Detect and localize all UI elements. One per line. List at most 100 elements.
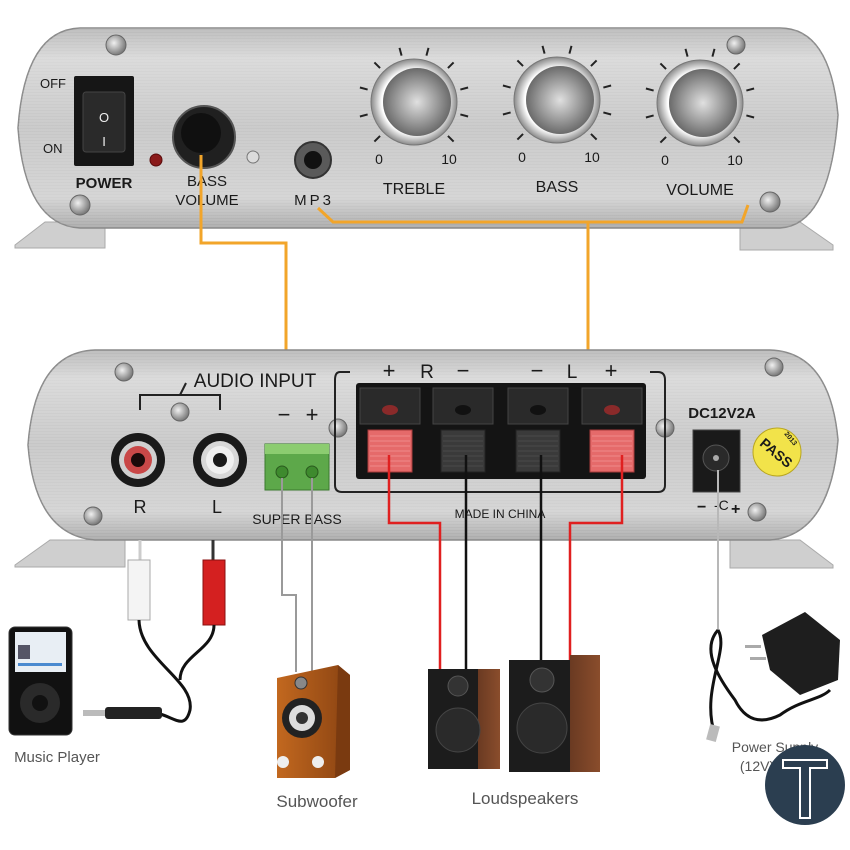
dc-rating-label: DC12V2A: [688, 405, 756, 422]
made-in-label: MADE IN CHINA: [455, 507, 546, 521]
screw: [747, 502, 767, 522]
logo-t-icon: [782, 759, 828, 819]
rca-plug-white: [127, 559, 151, 621]
audio-input-label: AUDIO INPUT: [194, 371, 317, 392]
super-bass-plus: +: [306, 402, 319, 427]
pass-sticker: PASS 2013: [752, 427, 802, 477]
terminal-left-negative[interactable]: [507, 387, 569, 473]
speaker-l-plus: +: [605, 358, 618, 383]
screw: [114, 362, 134, 382]
knob-tick: [359, 113, 368, 118]
knob-tick: [502, 84, 511, 89]
loudspeakers: Loudspeakers: [428, 655, 600, 808]
switch-on-glyph: I: [102, 134, 106, 149]
bracket-mp3-to-volume: [316, 204, 750, 224]
loudspeakers-label: Loudspeakers: [472, 789, 579, 808]
screw: [69, 194, 91, 216]
speaker-l-label: L: [567, 362, 578, 383]
knob-max-label: 10: [584, 149, 600, 165]
indicator-led: [246, 150, 260, 164]
screw: [83, 506, 103, 526]
knob-tick: [541, 45, 546, 54]
super-bass-minus: −: [278, 402, 291, 427]
knob-name-label: TREBLE: [383, 181, 445, 198]
power-supply-label-line2: (12V): [740, 758, 774, 774]
polarity-minus: −: [697, 499, 706, 516]
knob-tick: [603, 84, 612, 89]
speaker-r-minus: −: [457, 358, 470, 383]
screw: [759, 191, 781, 213]
polarity-center-symbol: -C: [714, 497, 729, 513]
rear-panel: AUDIO INPUT R L − + SUPER BASS + R −: [14, 349, 839, 569]
power-led: [149, 153, 163, 167]
knob-tick: [733, 136, 741, 144]
knob-tick: [516, 133, 524, 141]
knob-tick: [645, 87, 654, 92]
speaker-wire-right-positive: [387, 455, 442, 670]
subwoofer-wire-negative: [281, 478, 297, 672]
knob-name-label: BASS: [536, 179, 579, 196]
knob-tick: [645, 114, 654, 119]
knob-max-label: 10: [441, 151, 457, 167]
bass-volume-label-line1: BASS: [187, 173, 227, 190]
rca-right-label: R: [134, 497, 147, 517]
switch-off-label: OFF: [40, 76, 66, 91]
rca-jack-right[interactable]: [111, 433, 165, 487]
knob-tick: [590, 133, 598, 141]
knob-tick: [373, 61, 381, 69]
subwoofer-label: Subwoofer: [276, 792, 358, 811]
music-player-label: Music Player: [14, 749, 100, 766]
knob-tick: [373, 135, 381, 143]
music-player: Music Player: [8, 626, 100, 766]
mini-jack-plug: [105, 707, 162, 719]
screw: [764, 357, 784, 377]
screw: [170, 402, 190, 422]
switch-off-glyph: O: [99, 110, 109, 125]
knob-tick: [359, 86, 368, 91]
knob-tick: [659, 62, 667, 70]
knob-tick: [733, 62, 741, 70]
knob-tick: [447, 61, 455, 69]
rca-jack-left[interactable]: [193, 433, 247, 487]
knob-max-label: 10: [727, 152, 743, 168]
rear-right-foot: [729, 539, 834, 569]
knob-name-label: VOLUME: [666, 182, 734, 199]
knob-tick: [516, 59, 524, 67]
terminal-right-positive[interactable]: [359, 387, 421, 473]
wires: [281, 455, 719, 672]
screw: [726, 35, 746, 55]
power-label: POWER: [76, 175, 133, 192]
screw: [328, 418, 348, 438]
arrow-bass-volume-to-super-bass: [199, 155, 288, 355]
bass-volume-label-line2: VOLUME: [175, 192, 238, 209]
speaker-wire-left-positive: [568, 455, 624, 660]
terminal-left-positive[interactable]: [581, 387, 643, 473]
terminal-right-negative[interactable]: [432, 387, 494, 473]
front-panel: OFF ON O I POWER BASS VOLUME MP3 0 10TREB…: [14, 27, 839, 251]
knob-tick: [460, 86, 469, 91]
knob-tick: [502, 111, 511, 116]
knob-tick: [711, 48, 716, 57]
knob-min-label: 0: [375, 151, 383, 167]
polarity-plus: +: [731, 501, 740, 518]
knob-tick: [447, 135, 455, 143]
knob-tick: [684, 48, 689, 57]
knob-min-label: 0: [661, 152, 669, 168]
knob-tick: [590, 59, 598, 67]
mp3-label: MP3: [294, 192, 334, 209]
watermark-logo: [765, 745, 845, 825]
knob-tick: [568, 45, 573, 54]
speaker-terminal-bracket: [334, 371, 666, 493]
speaker-l-minus: −: [531, 358, 544, 383]
power-switch-rocker[interactable]: [82, 91, 126, 153]
rear-left-foot: [14, 539, 126, 568]
knob-tick: [746, 87, 755, 92]
switch-on-label: ON: [43, 141, 63, 156]
rca-plug-red: [202, 559, 226, 626]
speaker-r-label: R: [420, 362, 434, 383]
super-bass-label: SUPER BASS: [252, 511, 341, 527]
